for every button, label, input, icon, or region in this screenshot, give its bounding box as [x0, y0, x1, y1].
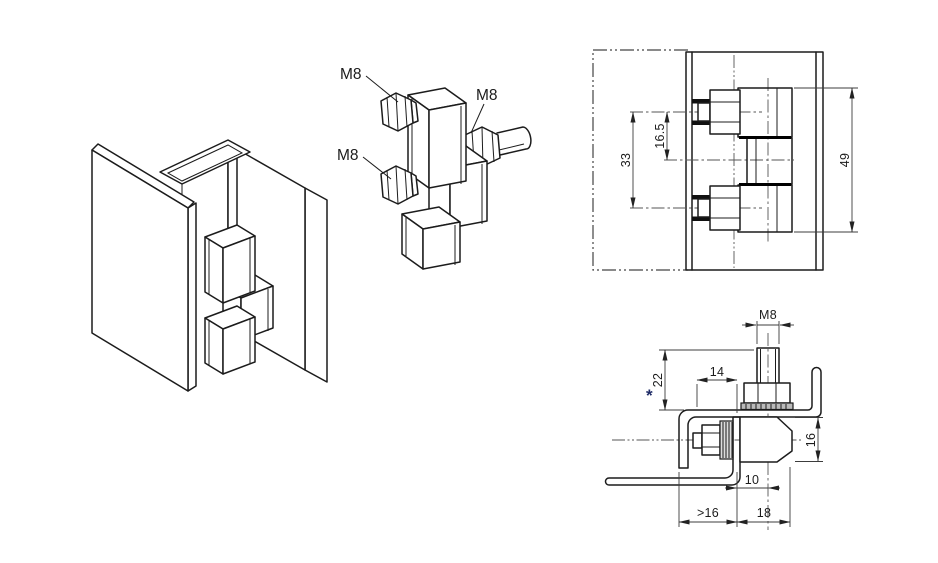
side-bolt — [692, 420, 734, 460]
side-view-dimensions: M8 22 * 14 16 10 >16 — [646, 308, 823, 527]
front-top-bolt — [692, 89, 741, 135]
channel-opening — [159, 139, 251, 199]
bottom-leaf — [401, 206, 461, 270]
dim-10-label: 10 — [745, 473, 760, 487]
dim-m8-label: M8 — [759, 308, 777, 322]
frame-panel — [91, 143, 197, 392]
phantom-door-outline — [592, 49, 688, 271]
dim-gt16-label: >16 — [697, 506, 719, 520]
iso-hinge-view: M8 M8 M8 — [337, 66, 532, 270]
m8-label-bottom: M8 — [337, 147, 359, 164]
bottom-left-bolt — [380, 165, 419, 205]
front-bottom-bolt — [692, 185, 741, 231]
m8-label-right: M8 — [476, 87, 498, 104]
dim-22-label: 22 — [651, 373, 665, 388]
hinge-body-section — [739, 416, 793, 463]
hinge-knuckles — [204, 224, 274, 375]
iso-assembly-view — [91, 139, 328, 392]
mounting-plate — [685, 51, 824, 271]
m8-labels: M8 M8 M8 — [337, 66, 498, 180]
dim-16-5-label: 16.5 — [653, 123, 667, 149]
front-view: 33 16.5 49 — [592, 49, 858, 271]
dim-18-label: 18 — [757, 506, 772, 520]
top-left-bolt — [380, 92, 419, 132]
dim-14-label: 14 — [710, 365, 725, 379]
door-sheet-profile — [604, 416, 741, 486]
stud-and-nut — [740, 347, 794, 411]
frame-profile — [678, 366, 822, 469]
footnote-asterisk: * — [646, 386, 653, 405]
front-view-dimensions: 33 16.5 49 — [619, 87, 858, 233]
dim-16-label: 16 — [804, 433, 818, 448]
m8-label-top: M8 — [340, 66, 362, 83]
dim-33-label: 33 — [619, 153, 633, 168]
dim-49-label: 49 — [838, 153, 852, 168]
side-view: M8 22 * 14 16 10 >16 — [604, 308, 823, 530]
